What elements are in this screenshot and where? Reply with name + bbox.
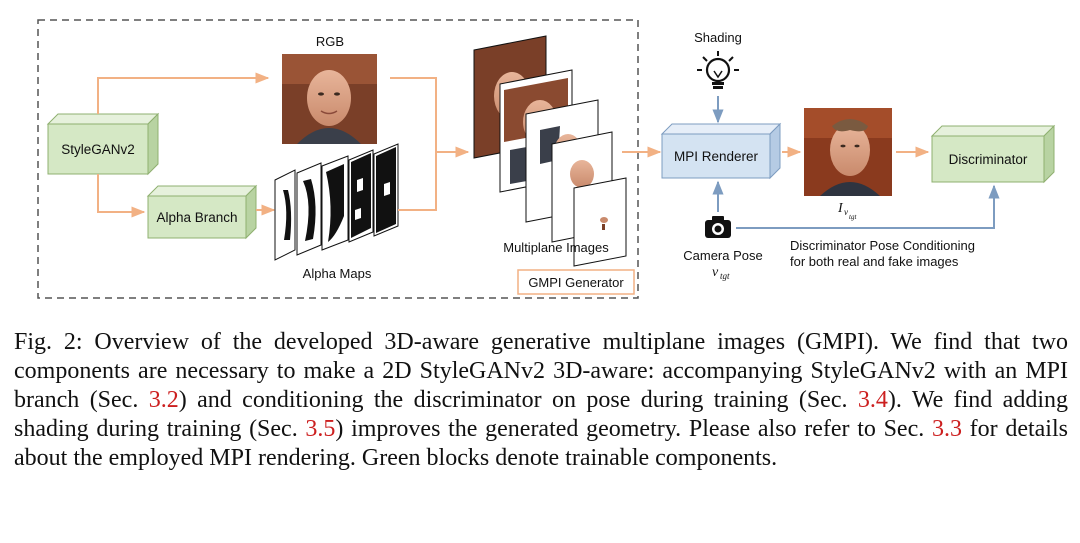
section-ref-3-3[interactable]: 3.3 bbox=[931, 416, 962, 442]
rendered-image-symbol: I v tgt bbox=[837, 201, 857, 221]
gmpi-overview-figure: GMPI Generator StyleGANv2 Alpha Branch R… bbox=[37, 19, 1056, 299]
svg-text:v: v bbox=[844, 207, 848, 217]
gmpi-generator-region bbox=[37, 19, 639, 299]
caption-text-prefix: Fig. 2: Overview of the developed 3D-awa… bbox=[14, 329, 1068, 413]
caption-text-suffix: for details about the employed MPI rende… bbox=[14, 416, 1068, 471]
discriminator-block: Discriminator bbox=[930, 124, 1056, 184]
alpha-maps-label: Alpha Maps bbox=[303, 266, 372, 281]
caption-text-mid3: ) improves the generated geometry. Pleas… bbox=[335, 416, 932, 442]
camera-pose-label: Camera Pose bbox=[683, 248, 762, 263]
arrow-maps-to-merge bbox=[398, 152, 437, 211]
multiplane-images-stack bbox=[473, 35, 627, 267]
pose-conditioning-label-line2: for both real and fake images bbox=[790, 254, 959, 269]
svg-text:tgt: tgt bbox=[720, 271, 730, 281]
caption-text-mid1: ) and conditioning the discriminator on … bbox=[178, 387, 858, 413]
alpha-branch-block: Alpha Branch bbox=[146, 184, 258, 240]
stylegan-block: StyleGANv2 bbox=[46, 112, 160, 176]
svg-text:I: I bbox=[837, 201, 844, 216]
multiplane-images-label: Multiplane Images bbox=[503, 240, 609, 255]
arrow-stylegan-to-rgb bbox=[97, 72, 270, 114]
svg-text:GMPI Generator: GMPI Generator bbox=[528, 275, 624, 290]
shading-label: Shading bbox=[694, 30, 742, 45]
lightbulb-icon bbox=[697, 51, 739, 89]
rgb-face-image bbox=[282, 54, 377, 144]
caption-text-mid2: ). We find adding shading during trainin… bbox=[14, 387, 1068, 442]
mpi-renderer-block: MPI Renderer bbox=[660, 122, 782, 180]
pose-conditioning-label-line1: Discriminator Pose Conditioning bbox=[790, 238, 975, 253]
camera-icon bbox=[705, 216, 731, 238]
svg-text:tgt: tgt bbox=[849, 213, 857, 221]
svg-text:StyleGANv2: StyleGANv2 bbox=[61, 142, 135, 157]
svg-text:Alpha Branch: Alpha Branch bbox=[156, 210, 237, 225]
rgb-label: RGB bbox=[316, 34, 344, 49]
section-ref-3-5[interactable]: 3.5 bbox=[305, 416, 336, 442]
figure-caption: Fig. 2: Overview of the developed 3D-awa… bbox=[14, 328, 1068, 473]
gmpi-generator-label: GMPI Generator bbox=[517, 269, 635, 295]
svg-text:Discriminator: Discriminator bbox=[949, 152, 1028, 167]
alpha-maps-stack bbox=[274, 143, 399, 261]
arrow-rgb-to-merge bbox=[390, 77, 437, 152]
section-ref-3-2[interactable]: 3.2 bbox=[148, 387, 179, 413]
svg-text:v: v bbox=[712, 265, 719, 280]
section-ref-3-4[interactable]: 3.4 bbox=[857, 387, 888, 413]
arrow-pose-to-discriminator bbox=[736, 184, 1000, 229]
svg-text:MPI Renderer: MPI Renderer bbox=[674, 149, 759, 164]
rendered-face-image bbox=[804, 108, 892, 196]
arrow-stylegan-to-alpha-branch bbox=[97, 174, 146, 218]
camera-pose-symbol: v tgt bbox=[712, 265, 730, 281]
